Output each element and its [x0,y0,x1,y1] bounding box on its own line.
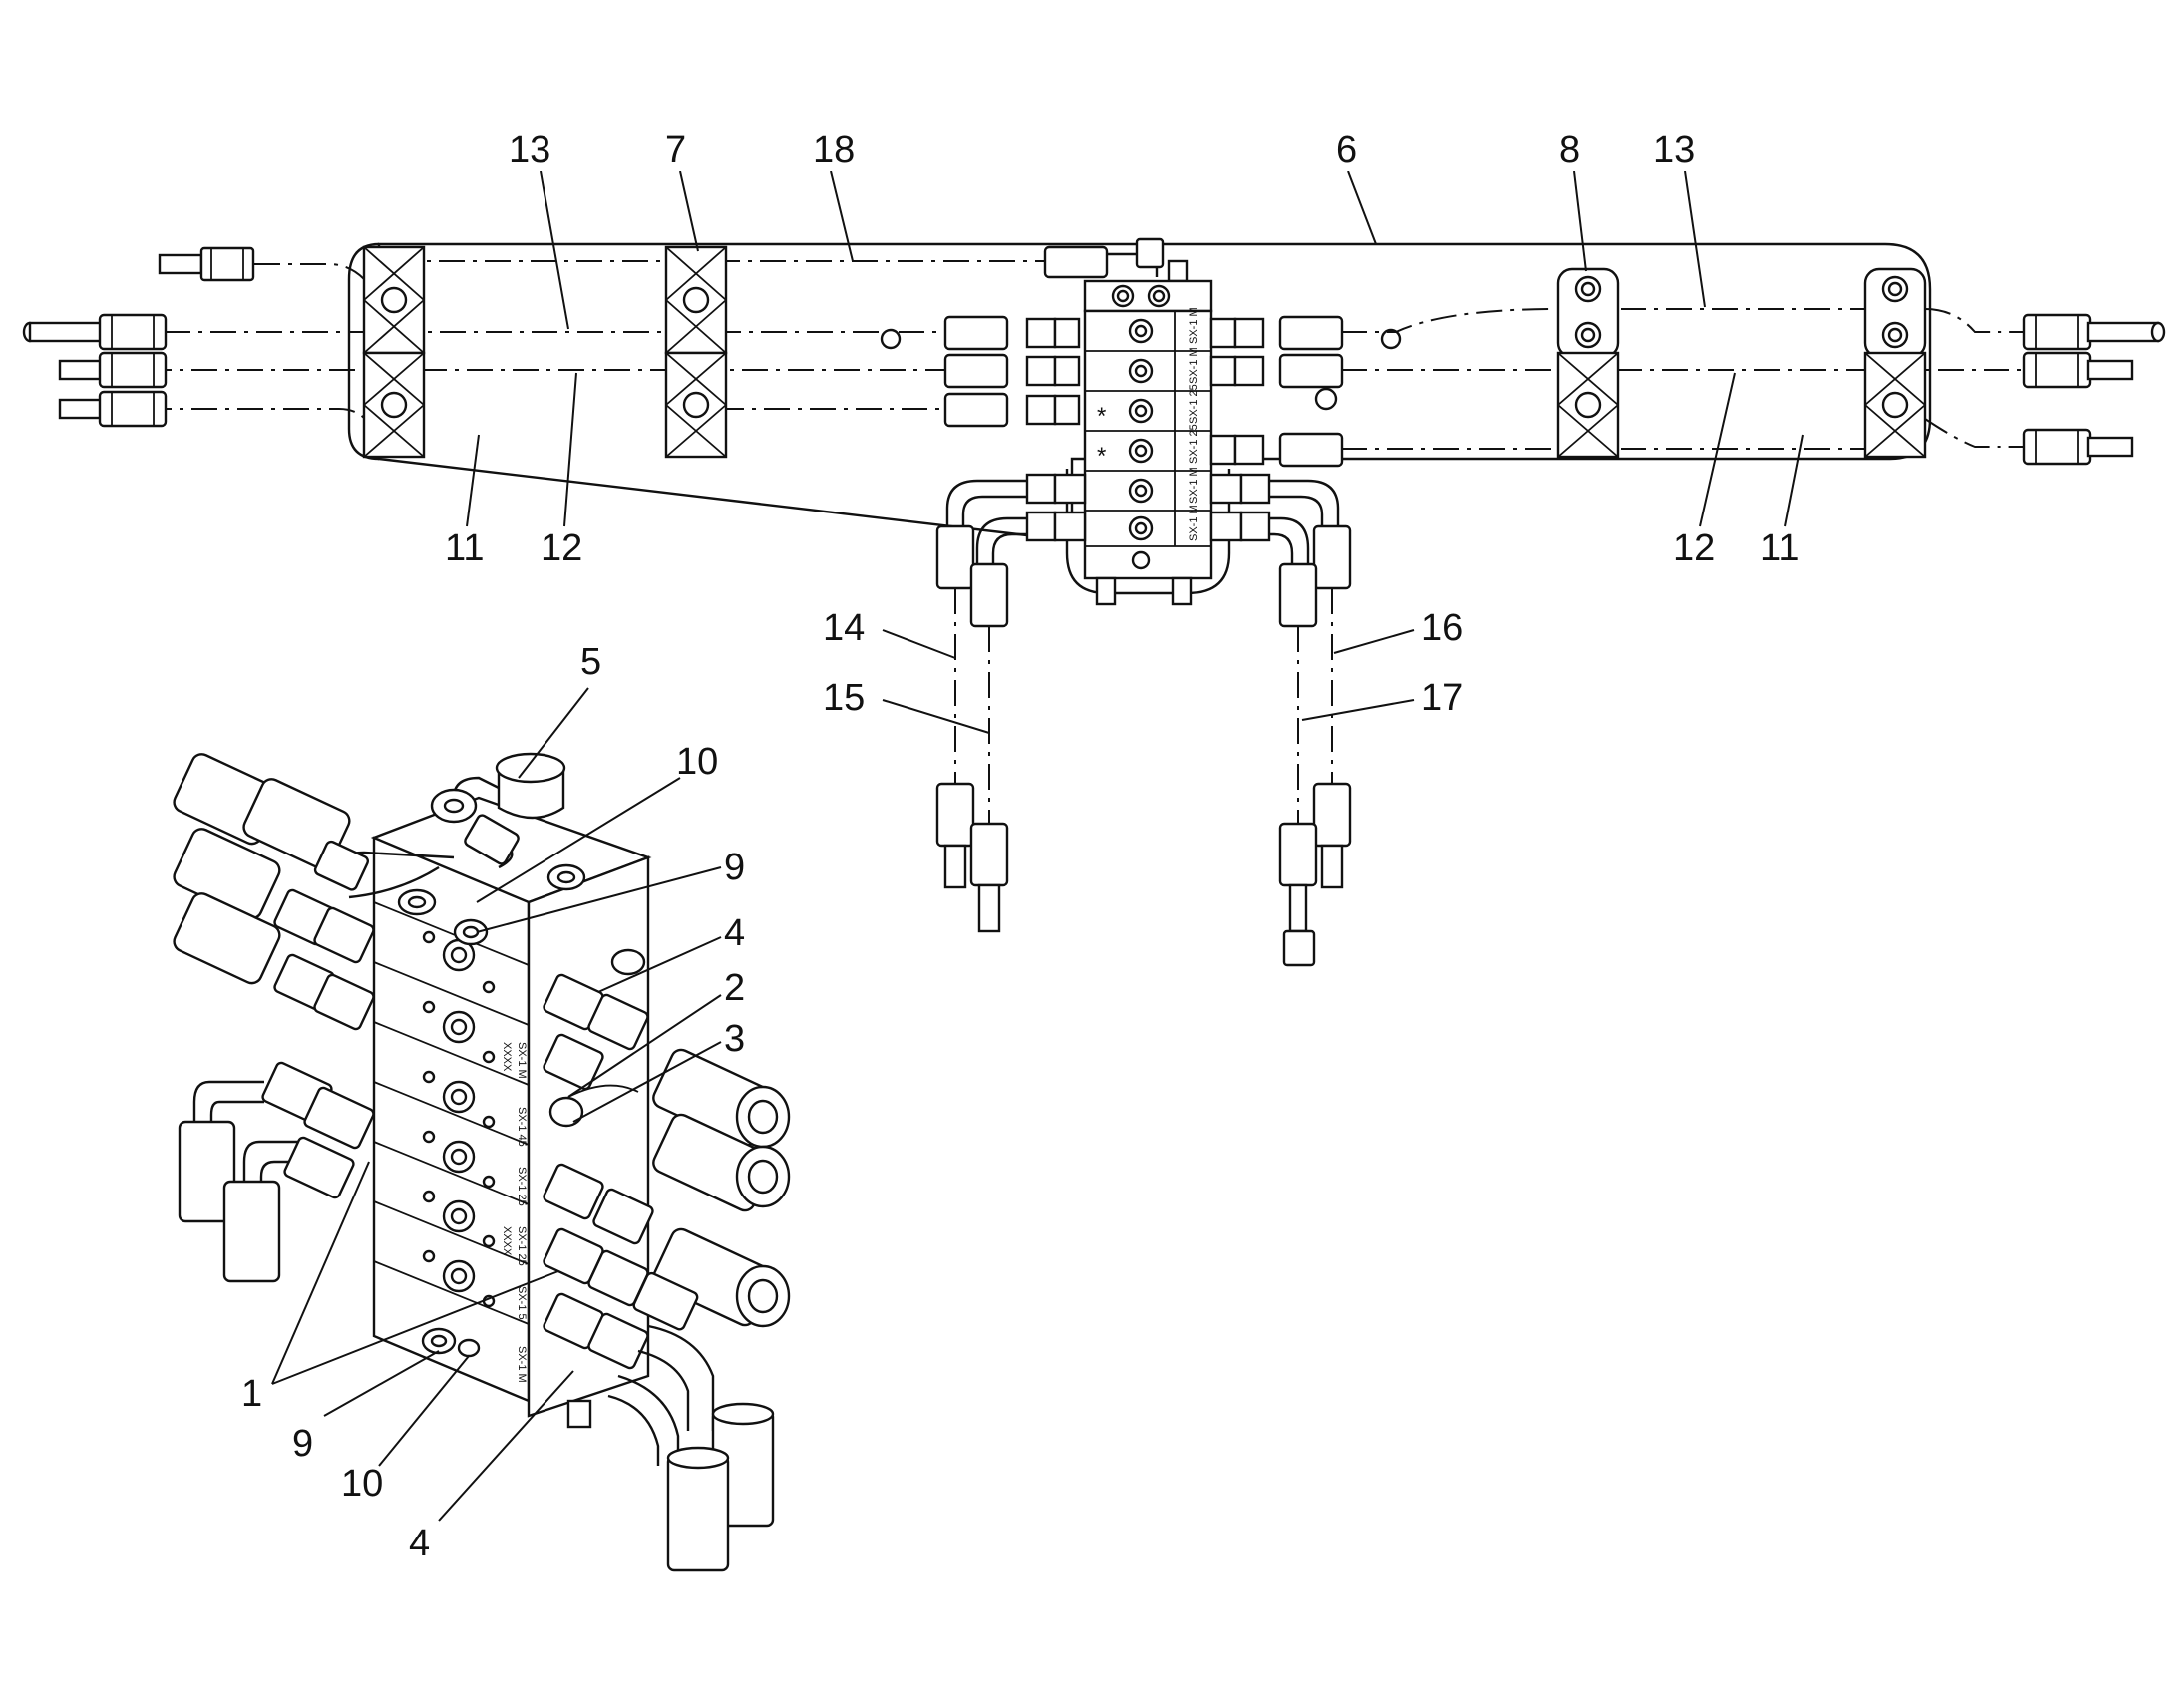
right-connectors [1209,315,1402,468]
callout-14: 14 [823,607,865,649]
callout-6: 6 [1336,129,1357,171]
tube-18 [254,260,1107,280]
callout-9-bottom: 9 [292,1423,313,1465]
callout-3: 3 [724,1018,745,1060]
iso-label-5: SX-1 5 [516,1286,528,1320]
callout-13-right: 13 [1653,129,1695,171]
block-label-5: SX-1 M [1188,467,1200,504]
tube-end-fittings-right [2022,313,2166,466]
iso-label-4: SX-1 25 [516,1226,528,1266]
callout-17: 17 [1421,677,1463,719]
callout-12-right: 12 [1673,527,1715,569]
left-connectors [943,315,1081,428]
callout-8: 8 [1559,129,1580,171]
leader-lines [271,171,1804,1522]
callout-13-left: 13 [509,129,550,171]
callout-16: 16 [1421,607,1463,649]
iso-label-6: SX-1 M [516,1346,528,1383]
star-mark-1: * [1097,403,1106,430]
callout-1: 1 [241,1373,262,1415]
callout-11-right: 11 [1760,527,1799,569]
callout-15: 15 [823,677,865,719]
manifold-block: * * SX-1 M SX-1 M SX-1 25 SX-1 25 SX-1 M… [1065,279,1231,606]
callout-9-top: 9 [724,847,745,888]
tube-13-right [1341,308,2034,333]
callout-4-bottom: 4 [409,1523,430,1564]
callout-18: 18 [813,129,855,171]
manifold-sections: * * SX-1 M SX-1 M SX-1 25 SX-1 25 SX-1 M… [1085,307,1211,570]
callout-10-bottom: 10 [341,1463,383,1505]
star-mark-2: * [1097,443,1106,470]
block-label-1: SX-1 M [1188,307,1200,344]
down-tubes-left [935,473,1087,828]
clamp-right-outer [1863,267,1927,459]
clamp-block-left-outer [362,245,426,459]
callout-5: 5 [580,641,601,683]
tube-11-right [1341,418,2034,450]
callout-numbers: 13 7 18 6 8 13 11 12 12 11 14 15 16 17 5… [241,129,1799,1564]
callout-11-left: 11 [445,527,484,569]
block-label-6: SX-1 M [1188,505,1200,541]
block-label-3: SX-1 25 [1188,384,1200,424]
tube-11-left [100,408,947,425]
callout-10-top: 10 [676,741,718,783]
iso-left-fittings [173,753,375,1283]
iso-sublabel-1: XXXX [501,1042,513,1072]
clamp-block-7 [664,245,728,459]
iso-right-fittings [543,973,791,1572]
down-tube-ends [935,782,1352,967]
iso-label-2: SX-1 45 [516,1107,528,1147]
callout-7: 7 [665,129,686,171]
clamp-8 [1556,267,1620,459]
top-elbow-fitting [1043,237,1189,283]
iso-label-3: SX-1 25 [516,1167,528,1206]
callout-12-left: 12 [541,527,582,569]
block-label-4: SX-1 25 [1188,424,1200,464]
block-label-2: SX-1 M [1188,347,1200,384]
tube-end-fittings-left [22,246,255,428]
iso-label-1: SX-1 M [516,1042,528,1079]
callout-2: 2 [724,967,745,1009]
down-tubes-right [1209,473,1352,828]
iso-sublabel-2: XXXX [501,1226,513,1256]
callout-4-top: 4 [724,912,745,954]
